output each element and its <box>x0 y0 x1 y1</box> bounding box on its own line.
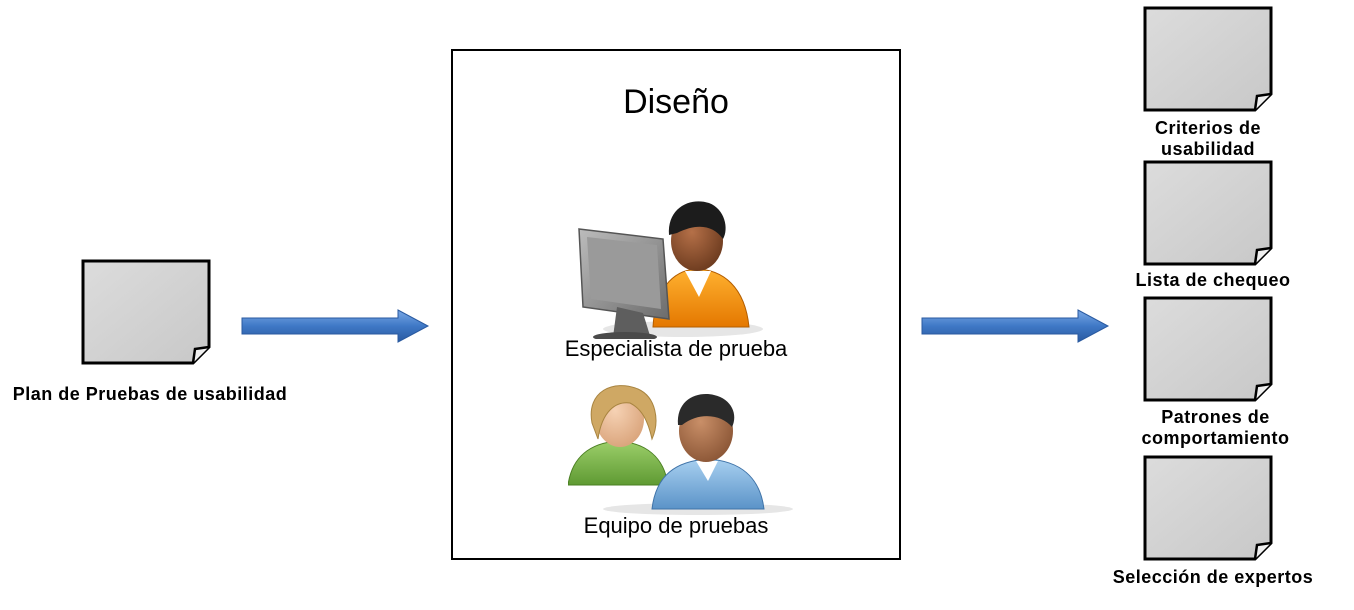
document-icon <box>81 259 212 367</box>
document-icon <box>1143 296 1274 404</box>
arrow-right-icon <box>240 308 430 349</box>
design-title: Diseño <box>623 83 729 121</box>
output-document-patrones <box>1143 296 1274 404</box>
person-computer-icon <box>573 189 763 344</box>
document-icon <box>1143 455 1274 563</box>
arrow-right-icon <box>920 308 1110 349</box>
output-document-seleccion <box>1143 455 1274 563</box>
output-document-criterios <box>1143 6 1274 114</box>
document-icon <box>1143 6 1274 114</box>
team-icon <box>567 381 798 521</box>
document-icon <box>1143 160 1274 268</box>
team-label: Equipo de pruebas <box>583 513 769 538</box>
design-box: Diseño Especia <box>451 49 901 560</box>
input-document-label: Plan de Pruebas de usabilidad <box>12 384 288 404</box>
input-document <box>81 259 212 367</box>
specialist-label: Especialista de prueba <box>564 336 788 361</box>
output-document-lista <box>1143 160 1274 268</box>
output-label-patrones: Patrones de comportamiento <box>1141 407 1290 448</box>
output-label-lista: Lista de chequeo <box>1135 270 1291 290</box>
output-label-criterios: Criterios de usabilidad <box>1154 118 1262 159</box>
output-label-seleccion: Selección de expertos <box>1112 567 1314 587</box>
